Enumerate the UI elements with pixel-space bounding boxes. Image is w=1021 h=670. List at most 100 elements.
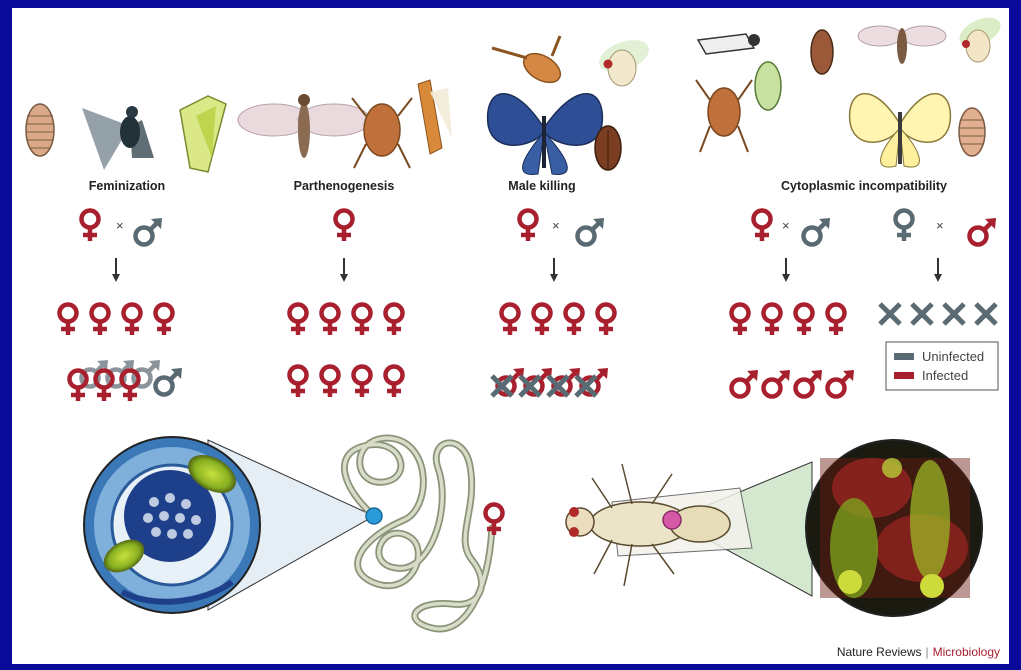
- down-arrow-icon: [782, 258, 790, 282]
- yellow-butterfly-icon: [850, 94, 951, 167]
- female-symbol-infected: [336, 211, 353, 242]
- female-symbol-infected: [290, 305, 307, 336]
- section-title-feminization: Feminization: [89, 179, 165, 193]
- journal-credit: Nature Reviews | Microbiology: [837, 645, 1000, 659]
- down-arrow-icon: [340, 258, 348, 282]
- cricket-icon: [698, 34, 760, 54]
- female-symbol-infected: [598, 305, 615, 336]
- credit-text: Nature Reviews | Microbiology: [837, 645, 1000, 659]
- male-killing-offspring: [502, 305, 615, 336]
- parasitoid-wasp-icon: [858, 26, 946, 64]
- female-symbol-infected: [70, 371, 87, 402]
- fruit-fly-icon: [566, 464, 752, 586]
- isopod-icon-2: [959, 108, 985, 156]
- feminization-cross: ×: [82, 211, 163, 245]
- thrips-icon: [418, 80, 452, 154]
- ci-offspring-compatible: [732, 305, 855, 397]
- feminization-offspring: [60, 305, 173, 336]
- female-symbol-infected: [96, 371, 113, 402]
- killed-males: [492, 368, 608, 396]
- isopod-icon: [26, 104, 54, 156]
- beetle-icon-2: [811, 30, 833, 74]
- legend-label-infected: Infected: [922, 368, 968, 383]
- section-title-cytoplasmic-incompatibility: Cytoplasmic incompatibility: [781, 179, 947, 193]
- ci-cross-incompatible: ×: [896, 211, 997, 245]
- cross-symbol: ×: [552, 218, 560, 233]
- parthenogenesis-offspring: [290, 305, 403, 398]
- female-symbol-infected: [92, 305, 109, 336]
- legend: Uninfected Infected: [886, 342, 998, 390]
- down-arrow-icon: [934, 258, 942, 282]
- ovary-tube-icon: [344, 438, 492, 629]
- cell-micrograph-icon: [84, 437, 260, 613]
- cross-symbol: ×: [782, 218, 790, 233]
- female-symbol-infected: [82, 211, 99, 242]
- leafhopper-icon: [180, 96, 226, 172]
- female-symbol-infected: [764, 305, 781, 336]
- male-symbol-infected: [796, 370, 823, 397]
- female-symbol-infected: [486, 505, 503, 536]
- credit-journal: Nature Reviews: [837, 645, 922, 659]
- female-symbol-infected: [60, 305, 77, 336]
- male-symbol-infected: [732, 370, 759, 397]
- male-symbol-uninfected: [804, 218, 831, 245]
- section-title-male-killing: Male killing: [508, 179, 575, 193]
- x-mark-icon: [880, 304, 900, 324]
- male-symbol-infected: [554, 368, 581, 395]
- ci-cross-compatible: ×: [754, 211, 831, 245]
- female-symbol-infected: [322, 305, 339, 336]
- female-symbol-infected: [156, 305, 173, 336]
- black-fly-icon: [82, 106, 154, 170]
- male-symbol-infected: [970, 218, 997, 245]
- x-mark-icon: [944, 304, 964, 324]
- female-symbol-infected: [386, 305, 403, 336]
- fluorescence-micrograph-icon: [806, 440, 982, 616]
- female-symbol-infected: [828, 305, 845, 336]
- beetle-icon: [595, 126, 621, 170]
- legend-swatch-infected: [894, 372, 914, 379]
- male-symbol-infected: [582, 368, 609, 395]
- female-symbol-infected: [122, 371, 139, 402]
- male-symbol-uninfected: [156, 368, 183, 395]
- male-symbol-infected: [498, 368, 525, 395]
- credit-separator: |: [926, 645, 929, 659]
- female-symbol-infected: [290, 367, 307, 398]
- down-arrow-icon: [550, 258, 558, 282]
- down-arrow-icon: [112, 258, 120, 282]
- female-symbol-infected: [520, 211, 537, 242]
- male-symbol-uninfected: [136, 218, 163, 245]
- section-title-parthenogenesis: Parthenogenesis: [294, 179, 395, 193]
- female-symbol-infected: [386, 367, 403, 398]
- pseudoscorpion-icon: [492, 36, 565, 88]
- blue-butterfly-icon: [488, 94, 603, 175]
- female-symbol-uninfected: [896, 211, 913, 242]
- figure-frame: Feminization Parthenogenesis Male killin…: [12, 8, 1009, 664]
- cross-symbol: ×: [936, 218, 944, 233]
- male-symbol-infected: [828, 370, 855, 397]
- credit-section: Microbiology: [933, 645, 1000, 659]
- x-mark-icon: [976, 304, 996, 324]
- female-symbol-infected: [322, 367, 339, 398]
- female-symbol-infected: [502, 305, 519, 336]
- legend-swatch-uninfected: [894, 353, 914, 360]
- female-symbol-infected: [354, 305, 371, 336]
- female-symbol-infected: [754, 211, 771, 242]
- female-symbol-infected: [566, 305, 583, 336]
- x-mark-icon: [912, 304, 932, 324]
- female-symbol-infected: [354, 367, 371, 398]
- male-killing-cross: ×: [520, 211, 605, 245]
- male-symbol-infected: [526, 368, 553, 395]
- diagram-canvas: Feminization Parthenogenesis Male killin…: [12, 8, 1009, 664]
- cross-symbol: ×: [116, 218, 124, 233]
- female-symbol-infected: [124, 305, 141, 336]
- mite-icon: [352, 98, 412, 168]
- female-symbol-infected: [732, 305, 749, 336]
- drosophila-icon: [595, 34, 653, 86]
- mite-icon-2: [696, 80, 752, 152]
- wasp-icon: [238, 94, 370, 158]
- green-leafhopper-icon: [755, 62, 781, 110]
- female-symbol-infected: [796, 305, 813, 336]
- male-symbol-infected: [764, 370, 791, 397]
- ci-offspring-incompatible: [880, 304, 996, 324]
- feminized-males: [70, 360, 183, 401]
